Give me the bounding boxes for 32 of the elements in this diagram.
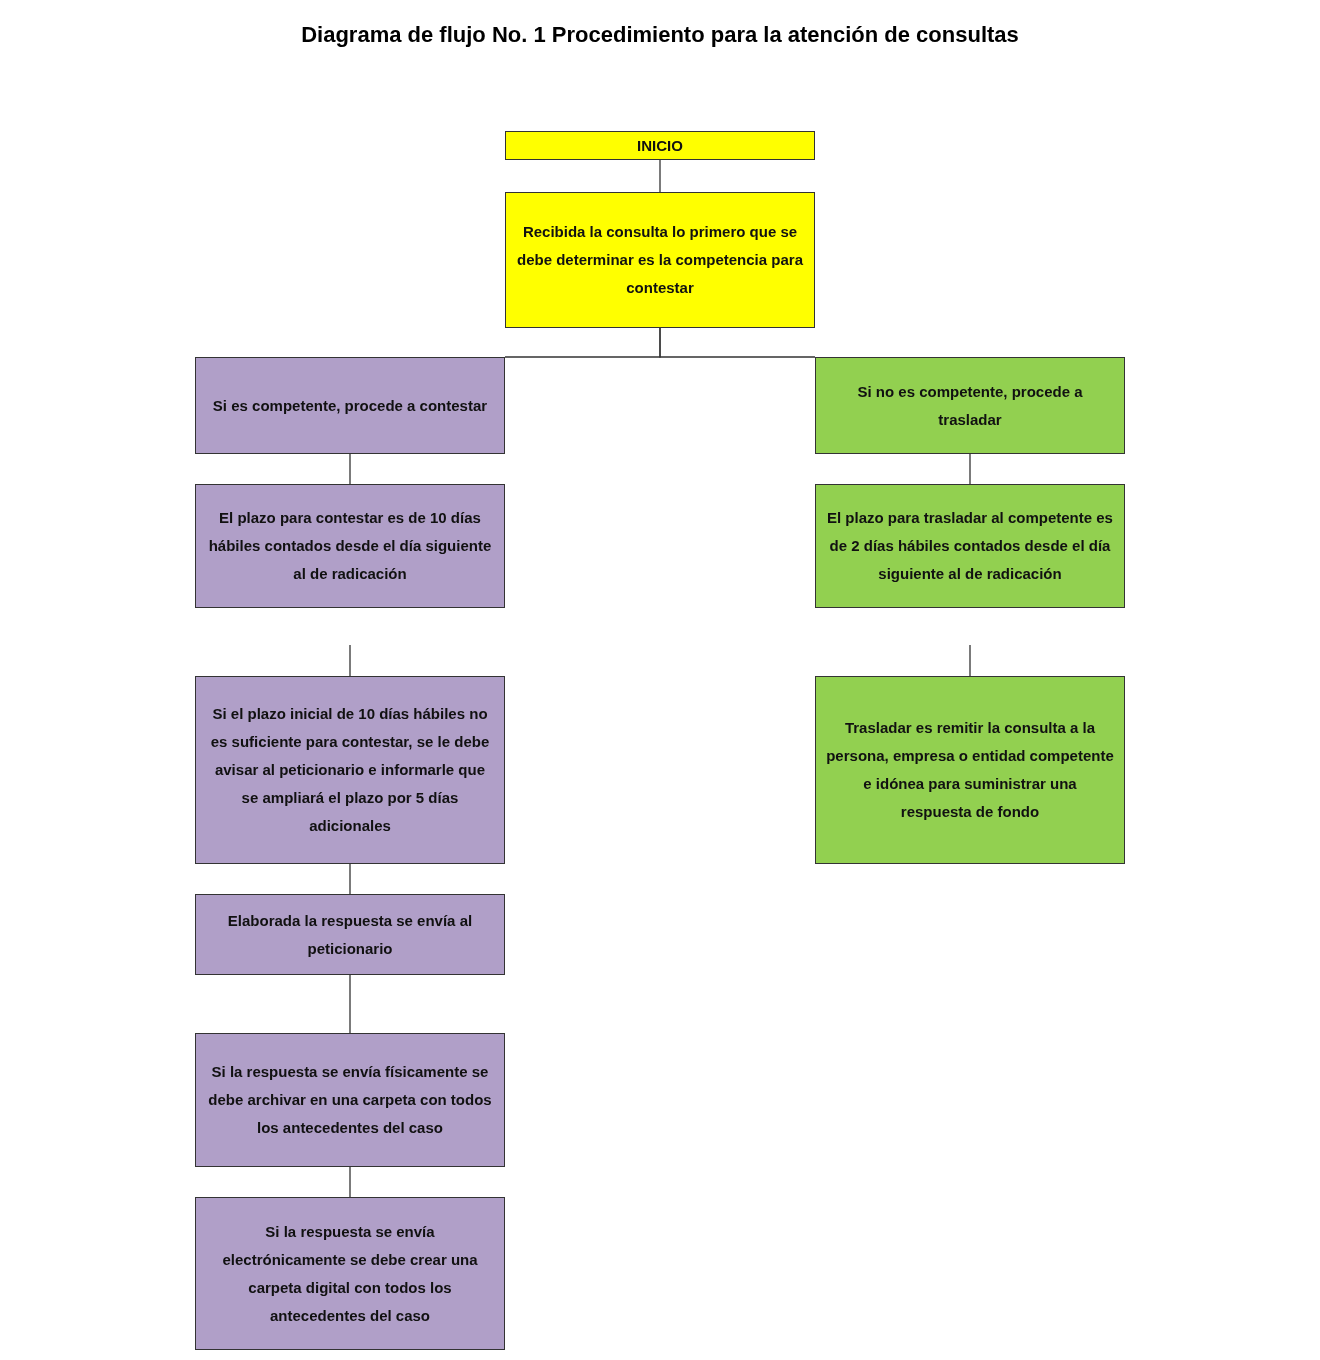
process-box — [195, 357, 505, 454]
process-box — [195, 1197, 505, 1350]
process-box — [195, 484, 505, 608]
connector-line — [659, 327, 816, 358]
process-box — [815, 676, 1125, 864]
connector-line — [659, 159, 661, 193]
process-box — [195, 1033, 505, 1167]
connector-line — [349, 1166, 351, 1198]
process-box — [815, 484, 1125, 608]
process-box — [505, 192, 815, 328]
connector-line — [349, 863, 351, 895]
diagram-title: Diagrama de flujo No. 1 Procedimiento para la atención de consultas — [300, 21, 1020, 49]
box-text: Si la respuesta se envía físicamente se debe archivar en una carpeta con todos los antecedentes del caso — [207, 1062, 493, 1138]
connector-line — [969, 644, 971, 677]
box-text: Elaborada la respuesta se envía al peticionario — [226, 910, 474, 959]
box-text: Recibida la consulta lo primero que se debe determinar es la competencia para contestar — [516, 222, 804, 298]
process-box — [195, 676, 505, 864]
box-text: Si no es competente, procede a trasladar — [856, 381, 1084, 430]
box-text: Si el plazo inicial de 10 días hábiles no es suficiente para contestar, se le debe avisar al peticionario e informarle que se ampliará el plazo por 5 días adicionales — [209, 704, 491, 836]
box-text: Si la respuesta se envía electrónicamente se debe crear una carpeta digital con todos los antecedentes del caso — [221, 1221, 479, 1326]
box-text: Si es competente, procede a contestar — [212, 395, 488, 416]
box-text: El plazo para trasladar al competente es de 2 días hábiles contados desde el día siguiente al de radicación — [826, 508, 1114, 584]
box-text: INICIO — [637, 135, 683, 156]
box-text: El plazo para contestar es de 10 días hábiles contados desde el día siguiente al de radicación — [207, 508, 493, 584]
box-text: Trasladar es remitir la consulta a la persona, empresa o entidad competente e idónea para suministrar una respuesta de fondo — [826, 718, 1114, 822]
connector-line — [349, 644, 351, 677]
connector-line — [349, 453, 351, 485]
connector-line — [969, 453, 971, 485]
connector-line — [349, 974, 351, 1034]
process-box — [505, 131, 815, 160]
process-box — [195, 894, 505, 975]
process-box — [815, 357, 1125, 454]
